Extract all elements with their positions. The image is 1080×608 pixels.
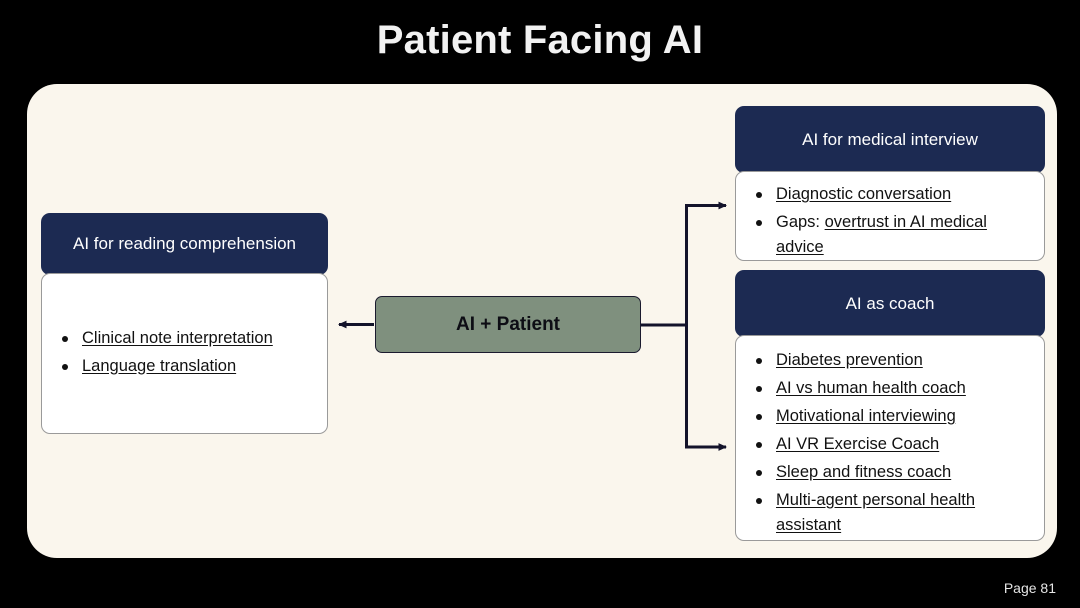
bullet-text: AI VR Exercise Coach (776, 435, 940, 453)
bullet-text: Diagnostic conversation (776, 185, 952, 203)
list-item: AI vs human health coach (756, 376, 1036, 401)
list-item: Language translation (62, 354, 273, 379)
node-body-reading: Clinical note interpretation Language tr… (41, 273, 328, 434)
node-header-interview: AI for medical interview (735, 106, 1045, 173)
list-item: AI VR Exercise Coach (756, 432, 1036, 457)
bullet-text: Motivational interviewing (776, 407, 956, 425)
page-number: Page 81 (1003, 580, 1056, 596)
node-body-coach: Diabetes prevention AI vs human health c… (735, 335, 1045, 541)
bullet-list-reading: Clinical note interpretation Language tr… (46, 326, 273, 382)
bullet-list-coach: Diabetes prevention AI vs human health c… (740, 348, 1036, 538)
node-body-interview: Diagnostic conversation Gaps: overtrust … (735, 171, 1045, 261)
page-title: Patient Facing AI (376, 18, 704, 62)
node-ai-plus-patient[interactable]: AI + Patient (375, 296, 641, 353)
node-ai-medical-interview[interactable]: AI for medical interview Diagnostic conv… (735, 106, 1045, 261)
bullet-text: Diabetes prevention (776, 351, 923, 369)
list-item: Clinical note interpretation (62, 326, 273, 351)
node-header-coach: AI as coach (735, 270, 1045, 337)
list-item: Motivational interviewing (756, 404, 1036, 429)
bullet-text: Multi-agent personal health assistant (776, 491, 976, 534)
bullet-text: Language translation (82, 356, 237, 375)
node-ai-reading-comprehension[interactable]: AI for reading comprehension Clinical no… (41, 213, 328, 434)
bullet-list-interview: Diagnostic conversation Gaps: overtrust … (740, 182, 1036, 260)
bullet-text: Sleep and fitness coach (776, 463, 952, 481)
bullet-prefix: Gaps: (776, 213, 825, 231)
list-item: Multi-agent personal health assistant (756, 488, 1036, 538)
list-item: Diabetes prevention (756, 348, 1036, 373)
bullet-text: AI vs human health coach (776, 379, 966, 397)
bullet-text: overtrust in AI medical advice (776, 213, 987, 256)
node-ai-as-coach[interactable]: AI as coach Diabetes prevention AI vs hu… (735, 270, 1045, 541)
node-header-reading: AI for reading comprehension (41, 213, 328, 275)
list-item: Sleep and fitness coach (756, 460, 1036, 485)
list-item: Gaps: overtrust in AI medical advice (756, 210, 1036, 260)
list-item: Diagnostic conversation (756, 182, 1036, 207)
bullet-text: Clinical note interpretation (82, 328, 273, 347)
